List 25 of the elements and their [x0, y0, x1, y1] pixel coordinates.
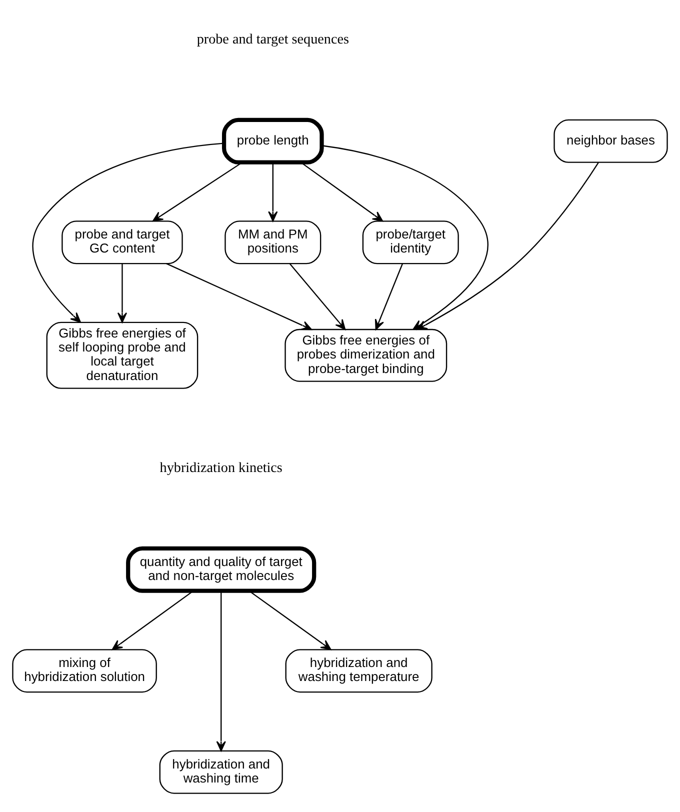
node-box: hybridization and washing temperature	[285, 649, 432, 693]
node-box: hybridization and washing time	[159, 750, 283, 794]
arrow	[416, 162, 599, 330]
node-box: probe length	[222, 118, 324, 164]
arrow	[166, 263, 312, 330]
node-box: probe and target GC content	[62, 220, 183, 264]
arrow	[374, 264, 403, 330]
node-box: MM and PM positions	[224, 220, 322, 264]
node-box: Gibbs free energies of probes dimerization and probe-target binding	[284, 328, 448, 382]
arrow	[300, 162, 384, 222]
node-box: quantity and quality of target and non-target molecules	[126, 546, 316, 593]
arrow	[216, 591, 226, 752]
arrow	[152, 162, 242, 222]
node-box: probe/target identity	[362, 220, 459, 264]
label: hybridization kinetics	[160, 460, 282, 476]
node-box: neighbor bases	[554, 119, 668, 163]
arrow	[32, 142, 224, 323]
arrow	[112, 590, 194, 650]
node-box: mixing of hybridization solution	[12, 649, 157, 693]
arrow	[117, 264, 128, 323]
node-box: Gibbs free energies of self looping probe and local target denaturation	[46, 322, 198, 389]
arrow	[290, 263, 346, 330]
arrow	[248, 590, 332, 650]
arrow	[268, 162, 278, 222]
label: probe and target sequences	[196, 32, 349, 48]
